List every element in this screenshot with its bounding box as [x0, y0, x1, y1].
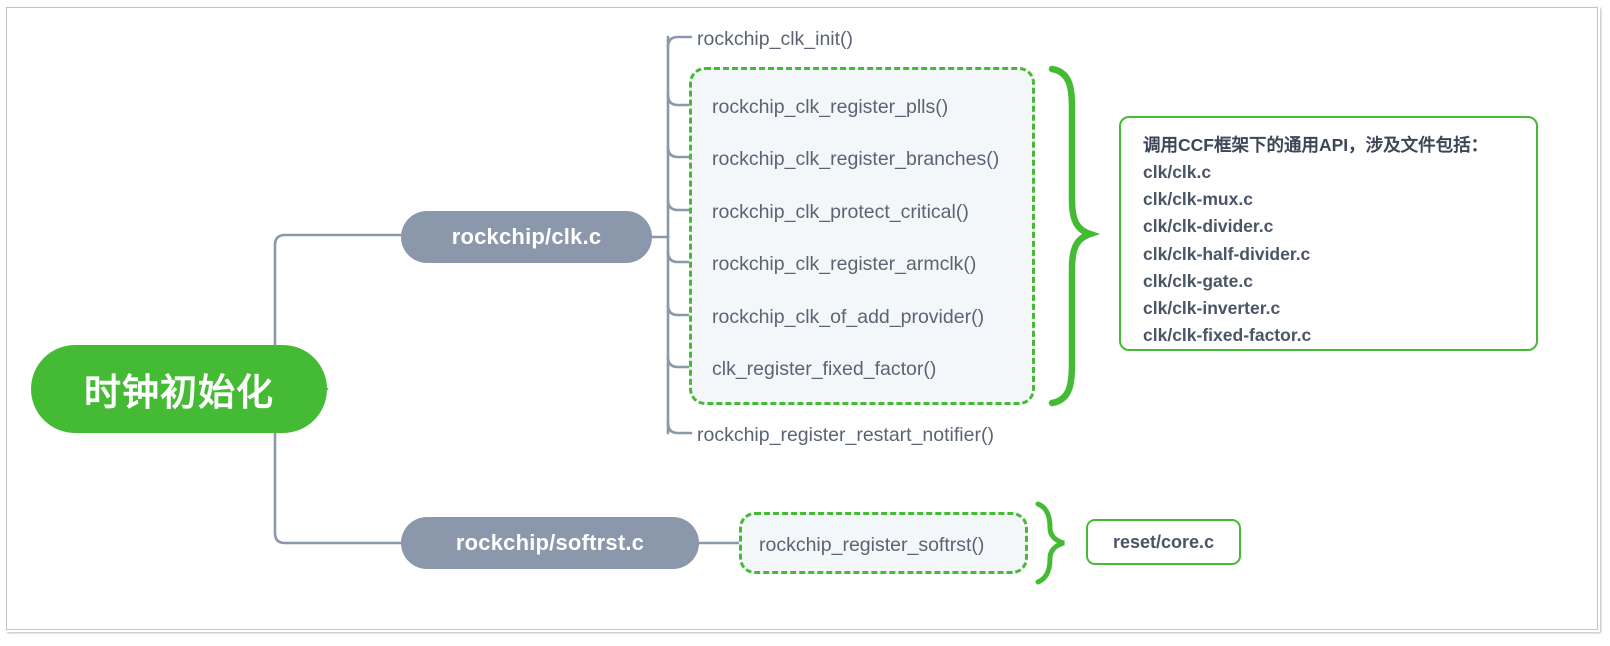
reset-core-label: reset/core.c	[1112, 531, 1215, 552]
reset-core-box[interactable]: reset/core.c	[1086, 519, 1241, 565]
group-brace-softrst	[1035, 501, 1065, 585]
annotation-file-4: clk/clk-gate.c	[1143, 270, 1253, 291]
leaf-rockchip-clk-register-plls[interactable]: rockchip_clk_register_plls()	[712, 96, 949, 118]
annotation-file-6: clk/clk-fixed-factor.c	[1143, 324, 1312, 345]
branch-node-rockchip-softrst-c[interactable]: rockchip/softrst.c	[401, 517, 699, 569]
annotation-file-2: clk/clk-divider.c	[1143, 216, 1274, 237]
dashed-group-box-softrst-api	[739, 512, 1028, 574]
branch-node-rockchip-clk-c[interactable]: rockchip/clk.c	[401, 211, 652, 263]
leaf-rockchip-clk-register-branches[interactable]: rockchip_clk_register_branches()	[712, 148, 1000, 170]
annotation-heading: 调用CCF框架下的通用API，涉及文件包括：	[1143, 135, 1489, 155]
leaf-clk-register-fixed-factor[interactable]: clk_register_fixed_factor()	[712, 358, 937, 380]
leaf-rockchip-register-softrst[interactable]: rockchip_register_softrst()	[759, 534, 985, 556]
root-node-label: 时钟初始化	[84, 372, 274, 413]
branch-node-label: rockchip/clk.c	[451, 224, 602, 249]
annotation-file-0: clk/clk.c	[1143, 162, 1212, 183]
annotation-file-3: clk/clk-half-divider.c	[1143, 243, 1311, 264]
leaf-rockchip-clk-of-add-provider[interactable]: rockchip_clk_of_add_provider()	[712, 306, 985, 328]
dashed-group-box-clk-apis	[689, 67, 1035, 405]
root-node[interactable]: 时钟初始化	[31, 345, 327, 433]
branch-node-label: rockchip/softrst.c	[455, 530, 645, 555]
group-brace-clk	[1048, 65, 1101, 407]
leaf-rockchip-register-restart-notifier[interactable]: rockchip_register_restart_notifier()	[697, 424, 994, 446]
leaf-rockchip-clk-init[interactable]: rockchip_clk_init()	[697, 28, 854, 50]
annotation-box-ccf-api: 调用CCF框架下的通用API，涉及文件包括： clk/clk.c clk/clk…	[1119, 116, 1538, 351]
annotation-file-1: clk/clk-mux.c	[1143, 189, 1253, 210]
leaf-rockchip-clk-protect-critical[interactable]: rockchip_clk_protect_critical()	[712, 201, 969, 223]
annotation-file-5: clk/clk-inverter.c	[1143, 297, 1281, 318]
leaf-rockchip-clk-register-armclk[interactable]: rockchip_clk_register_armclk()	[712, 253, 977, 275]
